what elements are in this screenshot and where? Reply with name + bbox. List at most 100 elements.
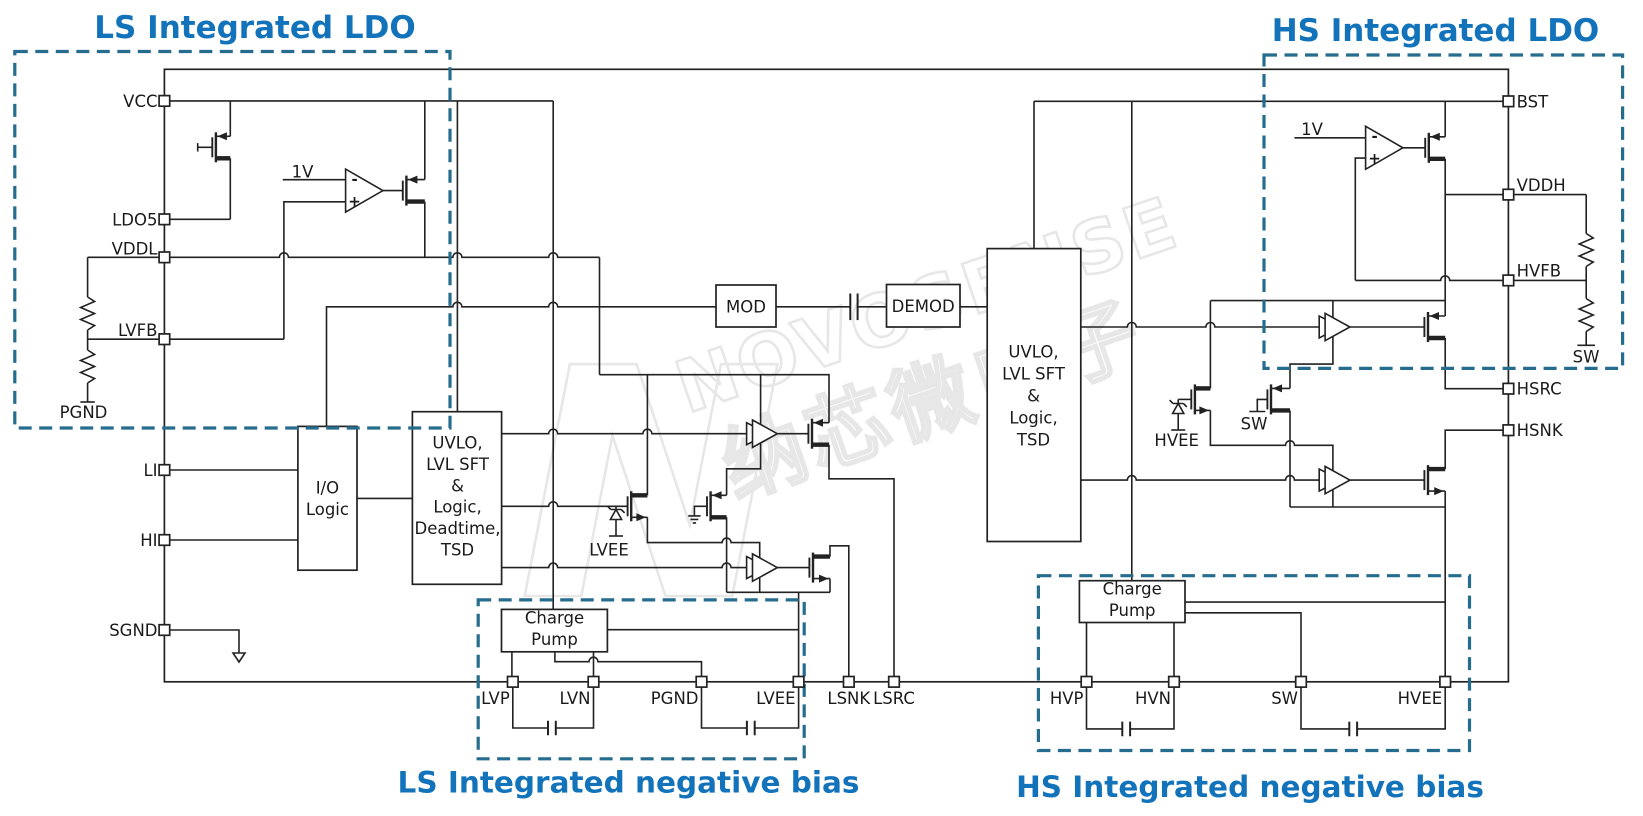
mosfet-ls-clamp-gnd [706,491,727,522]
pin-label-hvn: HVN [1135,689,1171,708]
pin-label-lvp: LVP [481,689,510,708]
mosfet-ls-clamp-gnd-arrow-icon [712,491,722,500]
pin-lvfb [158,333,171,346]
mosfet-ls-preregulator [211,132,231,163]
pin-label-li: LI [143,461,157,480]
block-uvlo-ls-label-4: Logic, [433,498,481,517]
block-demod-label: DEMOD [892,297,955,316]
block-uvlo-ls-label-1: UVLO, [432,434,482,453]
wire-pgnd-stub [554,651,703,682]
labels: VCC LDO5 VDDL LVFB LI HI SGND BST VDDH H… [60,92,1600,708]
wire-cphs-out2-sw [1185,612,1302,682]
block-uvlo-hs-label-5: TSD [1016,431,1050,450]
wires-bias [511,601,1446,737]
title-ls-integrated-ldo: LS Integrated LDO [94,10,415,46]
wire-vddl-mod-io [325,301,716,427]
buffer-hs-source-driver-front-triangle [1324,311,1352,343]
pin-lvee [792,675,805,688]
wire-opamp-plus-ls [283,201,346,340]
title-ls-integrated-negative-bias: LS Integrated negative bias [398,766,860,800]
wires-comm [776,293,988,321]
mosfet-hs-output-sink-arrow-icon [1434,487,1444,496]
mosfet-hs-clamp-hvee [1190,384,1211,415]
pin-label-vddl: VDDL [112,240,159,259]
wire-clamphvee-source [1209,410,1334,474]
net-label-hvee: HVEE [1154,431,1199,450]
pin-label-hvee: HVEE [1398,689,1443,708]
capacitor-pgnd-lvee [745,720,756,736]
block-charge-pump-ls-label-2: Pump [531,630,578,649]
mosfet-ls-clamp-lvee-arrow-icon [636,513,646,522]
capacitor-sw-hvee [1348,721,1359,737]
wire-clamp2-drain [725,440,762,496]
block-charge-pump-hs-label-2: Pump [1109,601,1156,620]
opamp-ls-ldo: -+ [344,167,385,214]
net-label-1v-ls: 1V [292,163,314,182]
pin-label-lvfb: LVFB [118,321,157,340]
net-label-sw-divider: SW [1573,348,1600,367]
titles: LS Integrated LDO HS Integrated LDO LS I… [94,10,1599,804]
buffer-ls-source-driver-front-triangle [751,418,779,449]
pin-hvfb [1502,274,1515,287]
mosfet-hs-clamp-sw [1266,384,1290,415]
mosfet-hs-ldo-pass-arrow-icon [1430,132,1440,141]
opamp-ls-ldo-minus-sign: - [351,170,357,188]
mosfet-hs-output-sink [1423,465,1446,496]
blocks: MOD DEMOD I/O Logic UVLO, LVL SFT & Logi… [297,247,1186,653]
mosfet-ls-preregulator-arrow-icon [217,132,227,141]
pin-label-ldo5: LDO5 [112,210,157,229]
mosfet-hs-ldo-pass [1424,132,1446,163]
frame-ls-integrated-ldo [13,49,452,430]
net-label-pgnd: PGND [60,403,108,422]
pin-vcc [158,94,171,108]
pin-label-hsrc: HSRC [1517,380,1562,399]
mosfet-ls-output-source-arrow-icon [813,418,823,427]
opamp-ls-ldo-plus-sign: + [348,192,361,210]
pin-sw [1294,675,1308,688]
wires-ls-ldo [78,100,830,610]
pin-label-pgnd: PGND [651,689,699,708]
opamp-ls-ldo-triangle [344,167,385,214]
wire-caphs1-left [1085,681,1123,730]
mosfet-hs-output-source [1423,312,1446,342]
wire-caphs2-left [1300,681,1350,730]
wires-ls-driver [501,428,895,682]
mosfet-ls-ldo-pass-arrow-icon [407,175,418,184]
block-uvlo-ls [411,410,503,586]
block-uvlo-ls-label-3: & [451,476,464,495]
pins [158,94,1515,688]
pin-label-sgnd: SGND [109,621,157,640]
wire-uvlo-out-lower [501,562,747,569]
wire-rail-vddl [599,373,830,423]
resistor-divr-lower [1577,297,1596,333]
pin-vddh [1502,188,1515,201]
block-uvlo-ls-label-6: TSD [440,541,474,560]
wire-hsrc [1444,338,1509,390]
block-uvlo-hs-label-1: UVLO, [1008,343,1058,362]
pin-label-vddh: VDDH [1517,176,1566,195]
pin-bst [1502,95,1515,108]
block-charge-pump-hs [1078,579,1186,624]
annotation-frames [13,49,1625,761]
wire-uvlohs-out-lower [1080,474,1320,481]
capacitor-hvp-hvn [1121,721,1132,737]
mosfet-ls-output-source [807,418,829,449]
buffer-hs-sink-driver-front-triangle [1324,465,1352,496]
net-label-1v-hs: 1V [1301,120,1323,139]
ic-boundary [163,68,1510,683]
buffer-hs-source-driver [1318,311,1352,343]
opamp-hs-ldo-plus-sign: + [1368,150,1381,168]
wire-caphs1-right [1130,681,1175,730]
resistor-divl-upper [78,296,97,331]
components: -+ -+ [211,124,1446,583]
pin-label-lvee: LVEE [756,689,796,708]
pin-lsrc [887,675,901,688]
wire-opamp-plus-hs [1354,157,1366,281]
capacitor-lvp-lvn [547,720,557,736]
wires-logic [164,469,413,664]
opamp-hs-ldo: -+ [1364,124,1405,171]
resistor-divl-lower [78,349,97,384]
title-hs-integrated-negative-bias: HS Integrated negative bias [1016,770,1484,804]
pin-label-sw: SW [1271,689,1298,708]
